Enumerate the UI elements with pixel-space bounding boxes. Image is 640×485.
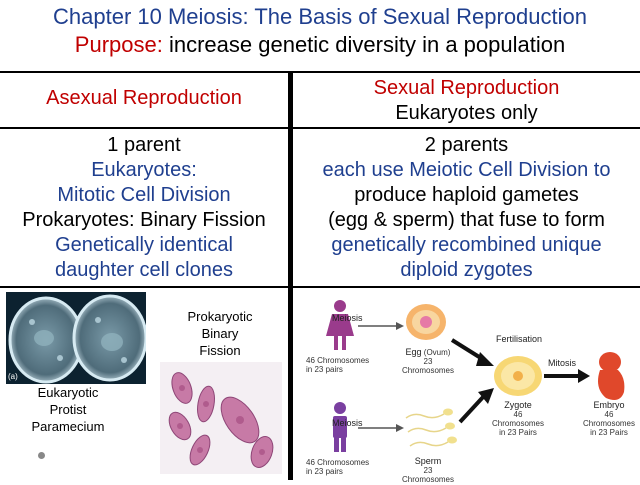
- caption-line: Protist: [49, 402, 87, 417]
- sexual-description: 2 parents each use Meiotic Cell Division…: [293, 133, 640, 283]
- purpose-label: Purpose:: [74, 32, 163, 57]
- paramecium-caption: Eukaryotic Protist Paramecium: [20, 384, 116, 435]
- chromo-line: in 23 pairs: [306, 365, 343, 374]
- table-body-divider: [0, 286, 640, 288]
- chromo-line: 46 Chromosomes: [306, 356, 370, 365]
- sexual-header: Sexual Reproduction: [373, 77, 560, 99]
- meiosis-label-top: Meiosis: [332, 313, 363, 323]
- purpose-text: increase genetic diversity in a populati…: [168, 32, 566, 57]
- table-column-divider: [288, 71, 293, 480]
- sexual-line: 2 parents: [424, 134, 509, 156]
- sexual-line: each use Meiotic Cell Division to: [322, 159, 611, 181]
- chromo-line: 46 Chromosomes: [306, 458, 370, 467]
- binary-caption: Prokaryotic Binary Fission: [176, 308, 264, 359]
- sperm-chromosomes: 23 Chromosomes: [401, 466, 454, 484]
- sexual-subheader: Eukaryotes only: [395, 102, 538, 124]
- caption-line: Prokaryotic: [187, 309, 253, 324]
- female-chromosomes: 46 Chromosomes in 23 pairs: [306, 356, 376, 374]
- zygote-chromo-line: in 23 Pairs: [499, 428, 537, 437]
- fertilisation-label: Fertilisation: [496, 334, 543, 344]
- embryo-caption: Embryo 46 Chromosomes in 23 Pairs: [578, 400, 640, 437]
- meiosis-label-bottom: Meiosis: [332, 418, 363, 428]
- zygote-label: Zygote: [504, 400, 532, 410]
- caption-line: Binary: [201, 326, 239, 341]
- caption-line: Fission: [199, 343, 241, 358]
- embryo-chromo-line: in 23 Pairs: [590, 428, 628, 437]
- egg-chromosomes: 23 Chromosomes: [401, 357, 454, 375]
- asexual-line: Mitotic Cell Division: [57, 184, 231, 206]
- male-icon: [333, 402, 347, 452]
- slide-title: Chapter 10 Meiosis: The Basis of Sexual …: [53, 4, 587, 29]
- zygote-caption: Zygote 46 Chromosomes in 23 Pairs: [488, 400, 548, 437]
- egg-label: Egg: [405, 347, 422, 357]
- egg-caption: Egg (Ovum) 23 Chromosomes: [398, 347, 458, 375]
- egg-sub: (Ovum): [423, 348, 451, 357]
- sexual-line: genetically recombined unique: [331, 234, 602, 256]
- binary-fission-photo: [160, 362, 282, 474]
- embryo-chromo-line: 46 Chromosomes: [582, 410, 635, 428]
- mitosis-label: Mitosis: [548, 358, 577, 368]
- embryo-label: Embryo: [593, 400, 625, 410]
- bullet-dot: [38, 452, 45, 459]
- sperm-label: Sperm: [414, 456, 442, 466]
- photo-tag: (a): [8, 372, 18, 381]
- chromo-line: in 23 pairs: [306, 467, 343, 476]
- asexual-line: Prokaryotes: Binary Fission: [22, 209, 266, 231]
- purpose-line: Purpose: increase genetic diversity in a…: [0, 32, 640, 58]
- asexual-line: daughter cell clones: [55, 259, 233, 281]
- table-header-divider: [0, 127, 640, 129]
- male-chromosomes: 46 Chromosomes in 23 pairs: [306, 458, 376, 476]
- paramecium-photo: (a): [6, 292, 146, 384]
- caption-line: Paramecium: [31, 419, 105, 434]
- asexual-line: 1 parent: [107, 134, 181, 156]
- embryo-icon: [598, 352, 625, 400]
- asexual-line: Genetically identical: [55, 234, 233, 256]
- fertilisation-diagram: [296, 292, 640, 480]
- caption-line: Eukaryotic: [37, 385, 99, 400]
- table-top-border: [0, 71, 640, 73]
- asexual-header: Asexual Reproduction: [46, 87, 242, 109]
- female-icon: [326, 300, 354, 350]
- sexual-line: diploid zygotes: [400, 259, 533, 281]
- asexual-line: Eukaryotes:: [91, 159, 197, 181]
- zygote-chromo-line: 46 Chromosomes: [491, 410, 544, 428]
- asexual-description: 1 parent Eukaryotes: Mitotic Cell Divisi…: [0, 133, 288, 283]
- sexual-line: produce haploid gametes: [354, 184, 579, 206]
- sexual-line: (egg & sperm) that fuse to form: [328, 209, 605, 231]
